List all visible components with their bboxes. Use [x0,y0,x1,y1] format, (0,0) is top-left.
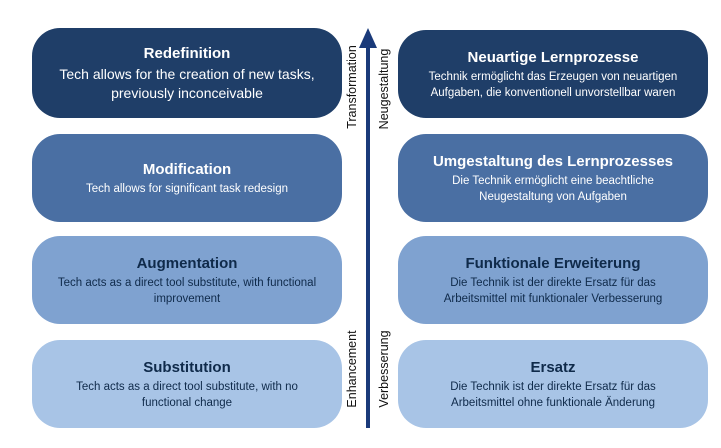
ersatz-desc-line-1: Die Technik ist der direkte Ersatz für d… [450,380,656,393]
redefinition-desc-line-1: Tech allows for the creation of new task… [59,65,315,82]
umgestaltung-desc-line-1: Die Technik ermöglicht eine beachtliche [452,174,654,187]
axis-label-enhancement: Enhancement [345,330,359,408]
neuartige-lernprozesse-desc-line-2: Aufgaben, die konventionell unvorstellba… [430,86,676,99]
umgestaltung-desc-line-2: Neugestaltung von Aufgaben [479,190,627,203]
substitution-box: Substitution Tech acts as a direct tool … [32,340,342,428]
axis-label-verbesserung: Verbesserung [377,330,391,408]
neuartige-lernprozesse-desc-line-1: Technik ermöglicht das Erzeugen von neua… [428,70,678,83]
umgestaltung-box: Umgestaltung des Lernprozesses Die Techn… [398,134,708,222]
redefinition-desc-line-2: previously inconceivable [111,84,263,101]
modification-box: Modification Tech allows for significant… [32,134,342,222]
modification-title: Modification [142,160,232,178]
ersatz-title: Ersatz [530,358,576,376]
augmentation-desc-line-1: Tech acts as a direct tool substitute, w… [57,276,317,289]
augmentation-desc-line-2: improvement [153,292,221,305]
funktionale-erweiterung-title: Funktionale Erweiterung [465,254,641,272]
funktionale-erweiterung-desc-line-1: Die Technik ist der direkte Ersatz für d… [450,276,656,289]
axis-label-transformation: Transformation [345,45,359,129]
neuartige-lernprozesse-box: Neuartige Lernprozesse Technik ermöglich… [398,30,708,118]
redefinition-box: Redefinition Tech allows for the creatio… [32,28,342,118]
augmentation-box: Augmentation Tech acts as a direct tool … [32,236,342,324]
umgestaltung-title: Umgestaltung des Lernprozesses [432,152,674,170]
axis-label-neugestaltung: Neugestaltung [377,48,391,130]
funktionale-erweiterung-desc-line-2: Arbeitsmittel mit funktionaler Verbesser… [443,292,663,305]
ersatz-desc-line-2: Arbeitsmittel ohne funktionale Änderung [451,396,655,409]
substitution-desc-line-2: functional change [141,396,233,409]
redefinition-title: Redefinition [143,44,231,62]
substitution-title: Substitution [143,358,231,376]
augmentation-title: Augmentation [136,254,238,272]
ersatz-box: Ersatz Die Technik ist der direkte Ersat… [398,340,708,428]
neuartige-lernprozesse-title: Neuartige Lernprozesse [467,48,639,66]
substitution-desc-line-1: Tech acts as a direct tool substitute, w… [76,380,298,393]
modification-desc-line-1: Tech allows for significant task redesig… [86,182,288,195]
funktionale-erweiterung-box: Funktionale Erweiterung Die Technik ist … [398,236,708,324]
